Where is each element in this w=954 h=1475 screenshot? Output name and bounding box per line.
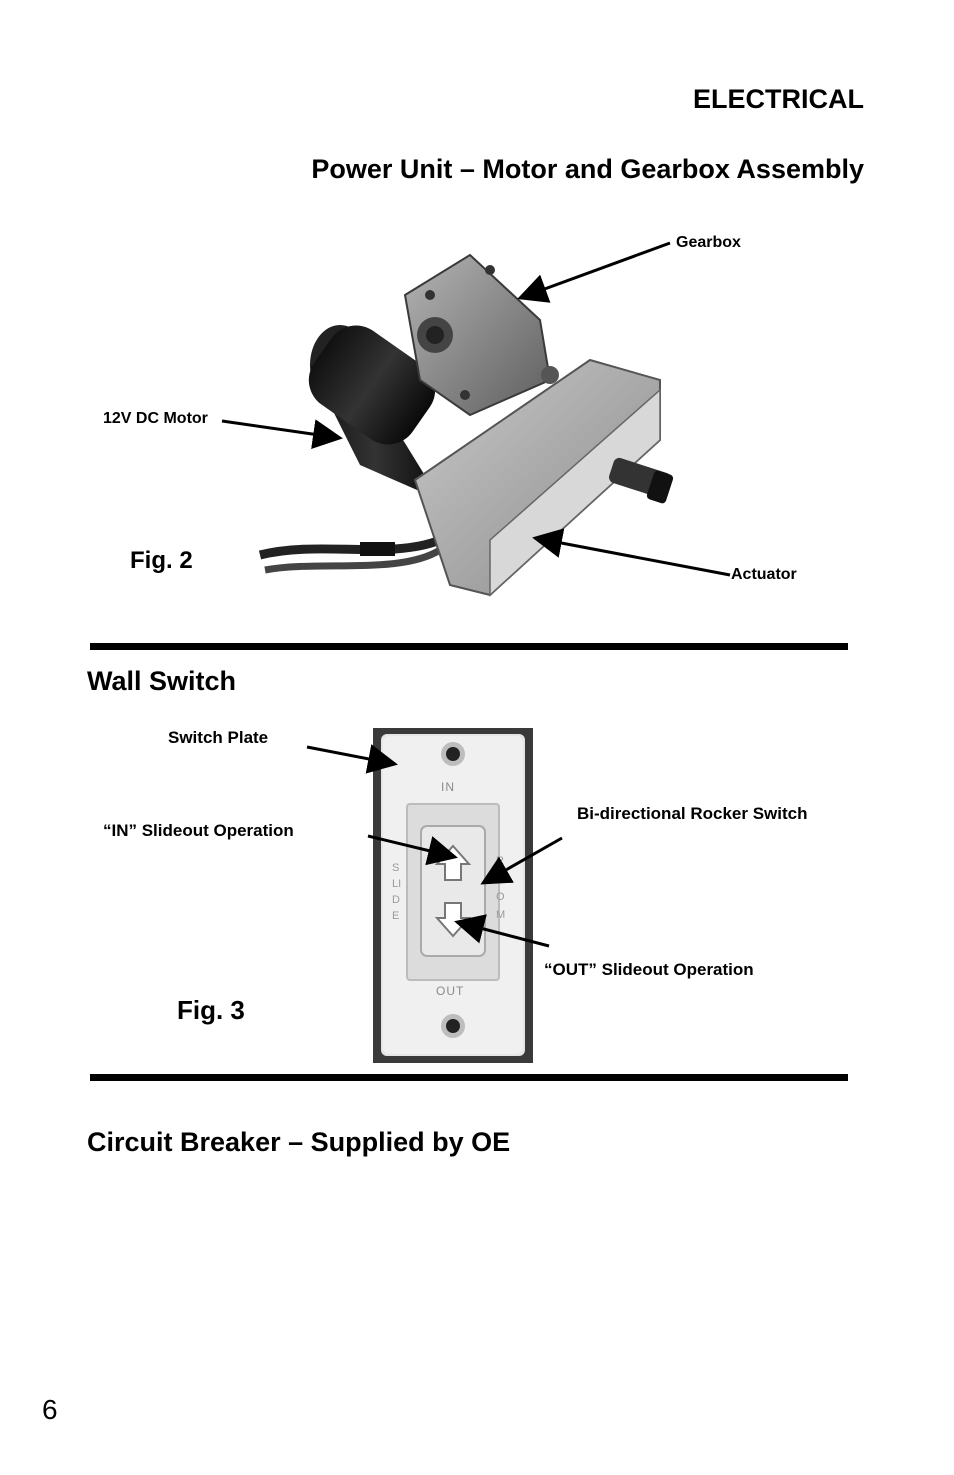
rocker-switch-callout: Bi-directional Rocker Switch bbox=[577, 804, 808, 823]
page-title: Power Unit – Motor and Gearbox Assembly bbox=[311, 154, 864, 184]
wall-switch-photo bbox=[373, 728, 533, 1063]
circuit-breaker-heading: Circuit Breaker – Supplied by OE bbox=[87, 1127, 511, 1157]
section-divider bbox=[90, 1074, 848, 1081]
fig2-callout-arrows bbox=[221, 241, 731, 577]
section-heading: ELECTRICAL bbox=[693, 84, 864, 114]
out-operation-callout: “OUT” Slideout Operation bbox=[544, 960, 754, 979]
motor-callout: 12V DC Motor bbox=[103, 410, 208, 427]
section-divider bbox=[90, 643, 848, 650]
page-number: 6 bbox=[42, 1394, 58, 1425]
plate-slide-text: SLIDE bbox=[392, 862, 402, 922]
gearbox-callout: Gearbox bbox=[676, 234, 741, 251]
plate-out-text: OUT bbox=[436, 984, 465, 998]
plate-in-text: IN bbox=[441, 780, 455, 794]
wall-switch-heading: Wall Switch bbox=[87, 666, 237, 696]
switch-plate-callout: Switch Plate bbox=[168, 728, 269, 747]
actuator-callout: Actuator bbox=[731, 566, 797, 583]
in-operation-callout: “IN” Slideout Operation bbox=[103, 821, 294, 840]
fig2-label: Fig. 2 bbox=[130, 547, 193, 574]
motor-gearbox-photo bbox=[258, 253, 674, 597]
fig3-callout-arrows bbox=[306, 744, 563, 948]
fig3-label: Fig. 3 bbox=[177, 995, 245, 1025]
